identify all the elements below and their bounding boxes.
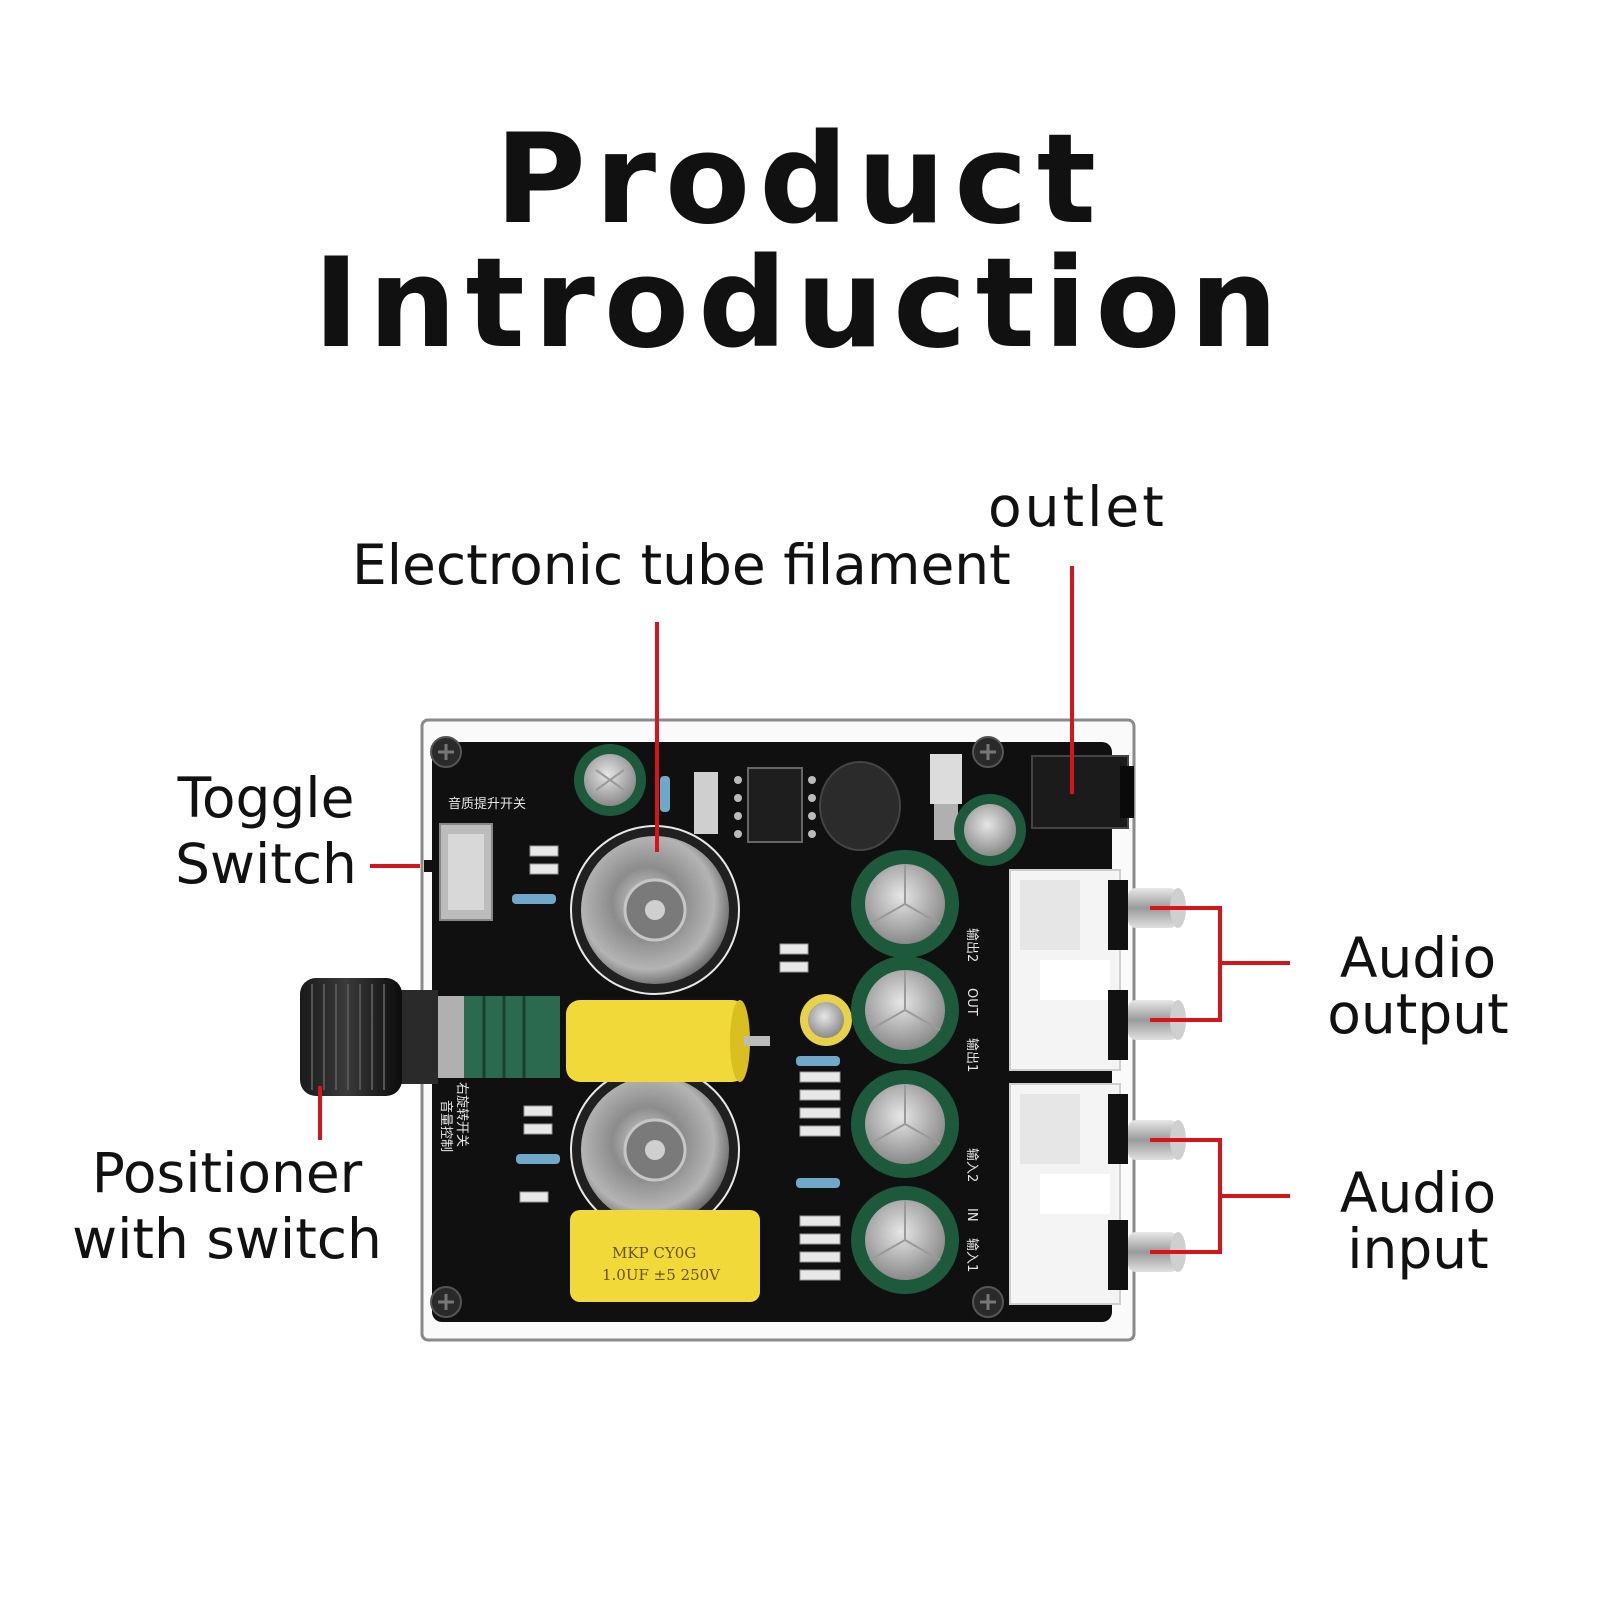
callout-lines	[318, 566, 1290, 1254]
axial-resistors	[512, 776, 840, 1188]
label-audio-output: Audio output	[1318, 930, 1518, 1042]
inductor	[819, 761, 901, 851]
screw-icon	[972, 736, 1004, 768]
screw-icon	[972, 1286, 1004, 1318]
board-text-in2: 输入2	[964, 1148, 980, 1182]
label-audio-input-line1: Audio	[1339, 1161, 1497, 1225]
ic-chip	[747, 767, 803, 843]
board-text-in: IN	[964, 1208, 979, 1222]
label-outlet-text: outlet	[988, 475, 1167, 539]
label-audio-input: Audio input	[1318, 1165, 1518, 1277]
label-audio-output-line1: Audio	[1339, 926, 1497, 990]
screw-icon	[430, 1286, 462, 1318]
label-audio-output-line2: output	[1327, 982, 1509, 1046]
dc-outlet	[1031, 755, 1129, 829]
label-toggle-line1: Toggle	[177, 766, 355, 830]
label-outlet: outlet	[988, 474, 1167, 540]
label-filament-text: Electronic tube filament	[352, 533, 1011, 597]
toggle-lever	[424, 860, 436, 872]
page-title: Product Introduction	[313, 108, 1287, 376]
label-positioner-line1: Positioner	[91, 1141, 363, 1205]
regulator	[930, 754, 962, 804]
film-cap-label-1: MKP CY0G	[612, 1244, 696, 1262]
electrolytic-capacitor	[574, 744, 646, 816]
label-positioner-line2: with switch	[72, 1207, 382, 1271]
film-capacitor	[566, 1000, 770, 1082]
label-audio-input-line2: input	[1347, 1217, 1489, 1281]
smd-resistors	[519, 845, 841, 1281]
board-text-in1: 输入1	[964, 1238, 980, 1272]
board-text-rotate-switch: 右旋转开关	[454, 1082, 469, 1147]
rca-jack-block-output	[1009, 869, 1128, 1071]
callout-audio-input	[1150, 1138, 1290, 1254]
small-capacitor	[800, 994, 852, 1046]
electrolytic-capacitor	[851, 956, 959, 1064]
electrolytic-capacitor	[851, 1186, 959, 1294]
vacuum-tube-bottom	[570, 1065, 740, 1235]
electrolytic-capacitor	[851, 1070, 959, 1178]
screw-icon	[430, 736, 462, 768]
board-text-out2: 输出2	[964, 928, 980, 962]
board-text-out1: 输出1	[964, 1038, 980, 1072]
film-capacitor-mkp: MKP CY0G 1.0UF ±5 250V	[570, 1210, 760, 1302]
board-text-volume: 音量控制	[438, 1100, 454, 1152]
label-filament: Electronic tube filament	[352, 532, 1011, 598]
board-text-sound-switch: 音质提升开关	[448, 796, 526, 812]
board-text-out: OUT	[964, 988, 979, 1016]
electrolytic-capacitor	[954, 794, 1026, 866]
relay	[694, 772, 718, 834]
electrolytic-capacitor	[851, 850, 959, 958]
potentiometer	[436, 996, 560, 1078]
film-cap-label-2: 1.0UF ±5 250V	[602, 1266, 721, 1284]
label-toggle-switch: Toggle Switch	[168, 765, 364, 897]
vacuum-tube-top	[570, 825, 740, 995]
label-toggle-line2: Switch	[175, 832, 357, 896]
callout-audio-output	[1150, 906, 1290, 1022]
volume-knob-icon	[300, 978, 438, 1096]
rca-jack-block-input	[1009, 1083, 1128, 1305]
label-positioner: Positioner with switch	[62, 1140, 392, 1272]
